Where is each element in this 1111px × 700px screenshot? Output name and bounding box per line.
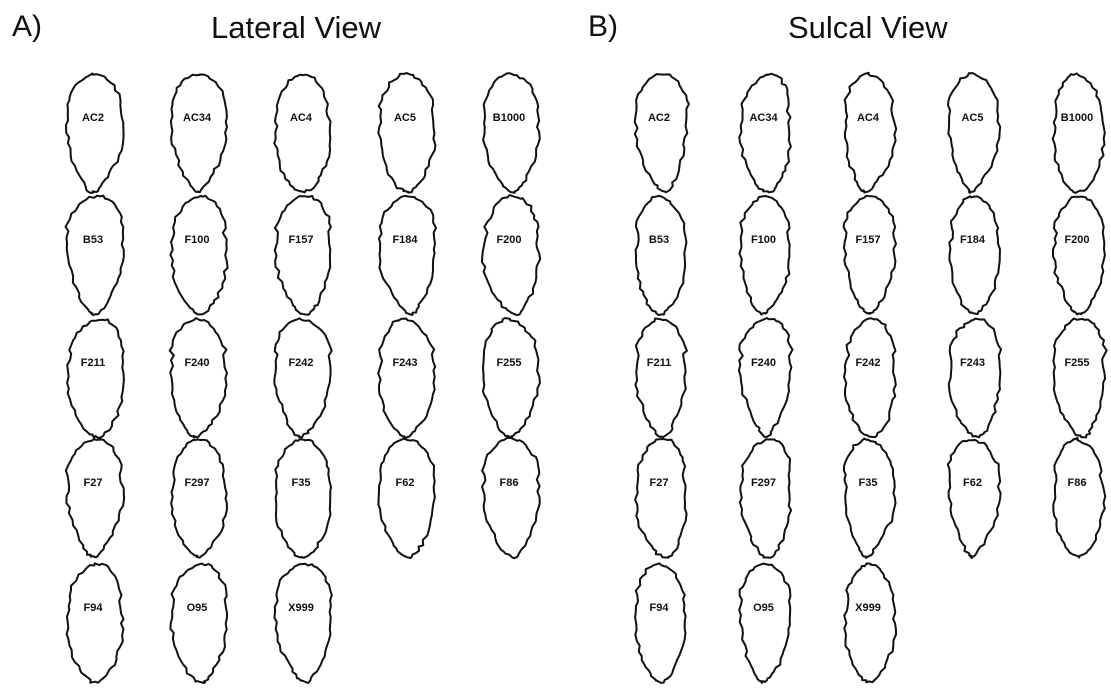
specimen-outline: [843, 317, 897, 438]
specimen-label: F62: [963, 477, 982, 489]
specimen-label: O95: [753, 602, 774, 614]
specimen-label: F27: [650, 477, 669, 489]
specimen-label: F240: [184, 357, 209, 369]
specimen-label: F94: [650, 602, 670, 614]
specimen-outline: [378, 194, 437, 316]
specimen-label: AC4: [857, 112, 880, 124]
specimen-outline: [273, 73, 332, 194]
specimen-outline: [634, 562, 687, 684]
specimen-outline: [843, 437, 897, 559]
specimen-label: F243: [960, 357, 985, 369]
specimen-outline: [738, 72, 792, 194]
specimen-outline: [481, 436, 541, 560]
specimen-label: F200: [1064, 234, 1089, 246]
specimen-label: F157: [855, 234, 880, 246]
specimen-label: F200: [496, 234, 521, 246]
specimen-outline: [64, 438, 126, 559]
specimen-outline: [738, 562, 792, 684]
specimen-label: F100: [184, 234, 209, 246]
specimen-outline: [634, 194, 688, 317]
specimen-outline: [482, 72, 541, 194]
specimen-label: F211: [81, 357, 105, 369]
specimen-label: AC4: [290, 112, 313, 124]
specimen-label: AC2: [82, 112, 104, 124]
specimen-label: F94: [84, 602, 104, 614]
specimen-outline: [273, 562, 333, 684]
specimen-label: F243: [392, 357, 417, 369]
panel-b-label: B): [588, 10, 618, 43]
panel-b-title: Sulcal View: [788, 10, 948, 45]
specimen-label: B53: [649, 234, 669, 246]
specimen-outline: [738, 438, 793, 559]
specimen-outline: [1052, 317, 1108, 439]
specimen-outline: [946, 438, 1002, 560]
specimen-label: AC2: [648, 112, 670, 124]
specimen-label: B53: [83, 234, 103, 246]
specimen-label: F211: [647, 357, 671, 369]
specimen-outline: [481, 317, 541, 440]
specimen-label: F62: [396, 477, 415, 489]
specimen-outline: [1051, 72, 1106, 194]
specimen-outline: [633, 73, 690, 194]
specimen-label: F240: [751, 357, 776, 369]
specimen-outline: [843, 71, 898, 194]
specimen-outline: [947, 72, 1002, 194]
specimen-label: AC5: [961, 112, 983, 124]
specimen-outline: [169, 73, 228, 194]
specimen-label: X999: [288, 602, 314, 614]
specimen-label: F100: [751, 234, 776, 246]
specimen-label: F86: [500, 477, 519, 489]
panel-a-label: A): [12, 10, 42, 43]
specimen-outline: [64, 194, 125, 316]
specimen-outline: [948, 195, 1001, 315]
specimen-outline: [169, 562, 229, 684]
specimen-label: AC34: [183, 112, 212, 124]
specimen-label: F297: [184, 477, 209, 489]
specimen-label: F157: [288, 234, 313, 246]
specimen-outline: [170, 438, 228, 559]
specimen-outline: [66, 318, 125, 440]
specimen-label: F242: [855, 357, 880, 369]
specimen-label: F35: [292, 477, 311, 489]
specimen-outline: [634, 438, 688, 559]
specimen-outline: [168, 317, 228, 439]
specimen-outline: [480, 194, 542, 316]
specimen-outline: [738, 195, 791, 316]
specimen-outline: [377, 317, 437, 439]
specimen-label: F27: [84, 477, 103, 489]
specimen-label: B1000: [493, 112, 525, 124]
specimen-outline: [273, 317, 333, 439]
specimen-label: AC34: [749, 112, 778, 124]
specimen-label: AC5: [394, 112, 416, 124]
specimen-label: F35: [859, 477, 878, 489]
specimen-outline: [634, 317, 688, 439]
specimen-label: F86: [1068, 477, 1087, 489]
specimen-label: O95: [187, 602, 208, 614]
specimen-label: F255: [1064, 357, 1089, 369]
panel-a-title: Lateral View: [211, 10, 382, 45]
specimen-label: X999: [855, 602, 881, 614]
specimen-label: F297: [751, 477, 776, 489]
specimen-outline: [377, 72, 437, 194]
specimen-outline: [842, 194, 897, 315]
specimen-outline: [65, 562, 125, 684]
specimen-outline: [65, 72, 125, 194]
specimen-label: B1000: [1061, 112, 1093, 124]
specimen-label: F255: [496, 357, 521, 369]
specimen-label: F184: [392, 234, 418, 246]
specimen-outline: [273, 195, 332, 316]
specimen-outline: [737, 317, 794, 439]
specimen-outline: [843, 562, 898, 684]
specimen-outline: [1052, 195, 1106, 316]
specimen-outline: [947, 317, 1003, 439]
specimen-label: F242: [288, 357, 313, 369]
specimen-outline: [169, 194, 229, 316]
specimen-outline: [1052, 437, 1107, 559]
specimen-outline: [274, 438, 332, 559]
specimen-label: F184: [960, 234, 986, 246]
specimen-outline: [377, 437, 436, 559]
